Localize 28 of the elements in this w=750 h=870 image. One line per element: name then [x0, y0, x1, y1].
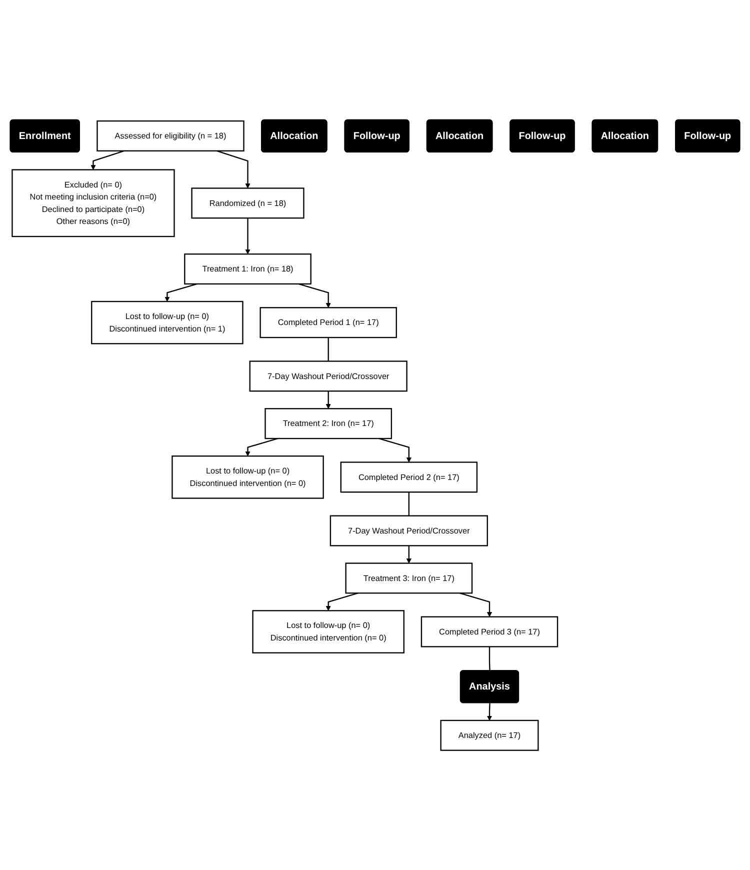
node-box: Assessed for eligibility (n = 18): [96, 120, 244, 152]
arrow: [326, 592, 358, 611]
arrow: [245, 218, 250, 254]
arrow: [164, 283, 198, 302]
node-box: Lost to follow-up (n= 0) Discontinued intervention (n= 0): [172, 456, 324, 499]
node-box: 7-Day Washout Period/Crossover: [330, 515, 488, 546]
connector: [408, 492, 410, 516]
node-box: Randomized (n = 18): [191, 188, 304, 219]
arrow: [245, 438, 278, 456]
arrow: [406, 546, 412, 564]
node-box: Completed Period 3 (n= 17): [420, 616, 558, 648]
connector: [488, 646, 490, 671]
node-box: 7-Day Washout Period/Crossover: [249, 360, 408, 392]
node-box: Treatment 3: Iron (n= 17): [345, 562, 473, 594]
node-box: Lost to follow-up (n= 0) Discontinued intervention (n= 0): [252, 610, 404, 654]
node-box: Completed Period 1 (n= 17): [260, 307, 397, 338]
node-box: Lost to follow-up (n= 0) Discontinued intervention (n= 1): [91, 300, 244, 344]
arrow: [216, 150, 250, 188]
node-box: Completed Period 2 (n= 17): [340, 462, 478, 493]
node-box: Excluded (n= 0) Not meeting inclusion criteria (n=0) Declined to participate (n=0) Other reasons (n=0): [12, 169, 175, 238]
arrow: [486, 703, 492, 721]
arrow: [90, 150, 125, 170]
arrow: [298, 283, 331, 308]
node-box: Treatment 1: Iron (n= 18): [184, 253, 312, 285]
node-box: Analyzed (n= 17): [440, 720, 539, 751]
arrow: [326, 391, 331, 409]
node-box: Treatment 2: Iron (n= 17): [264, 408, 392, 440]
connector: [328, 338, 329, 362]
